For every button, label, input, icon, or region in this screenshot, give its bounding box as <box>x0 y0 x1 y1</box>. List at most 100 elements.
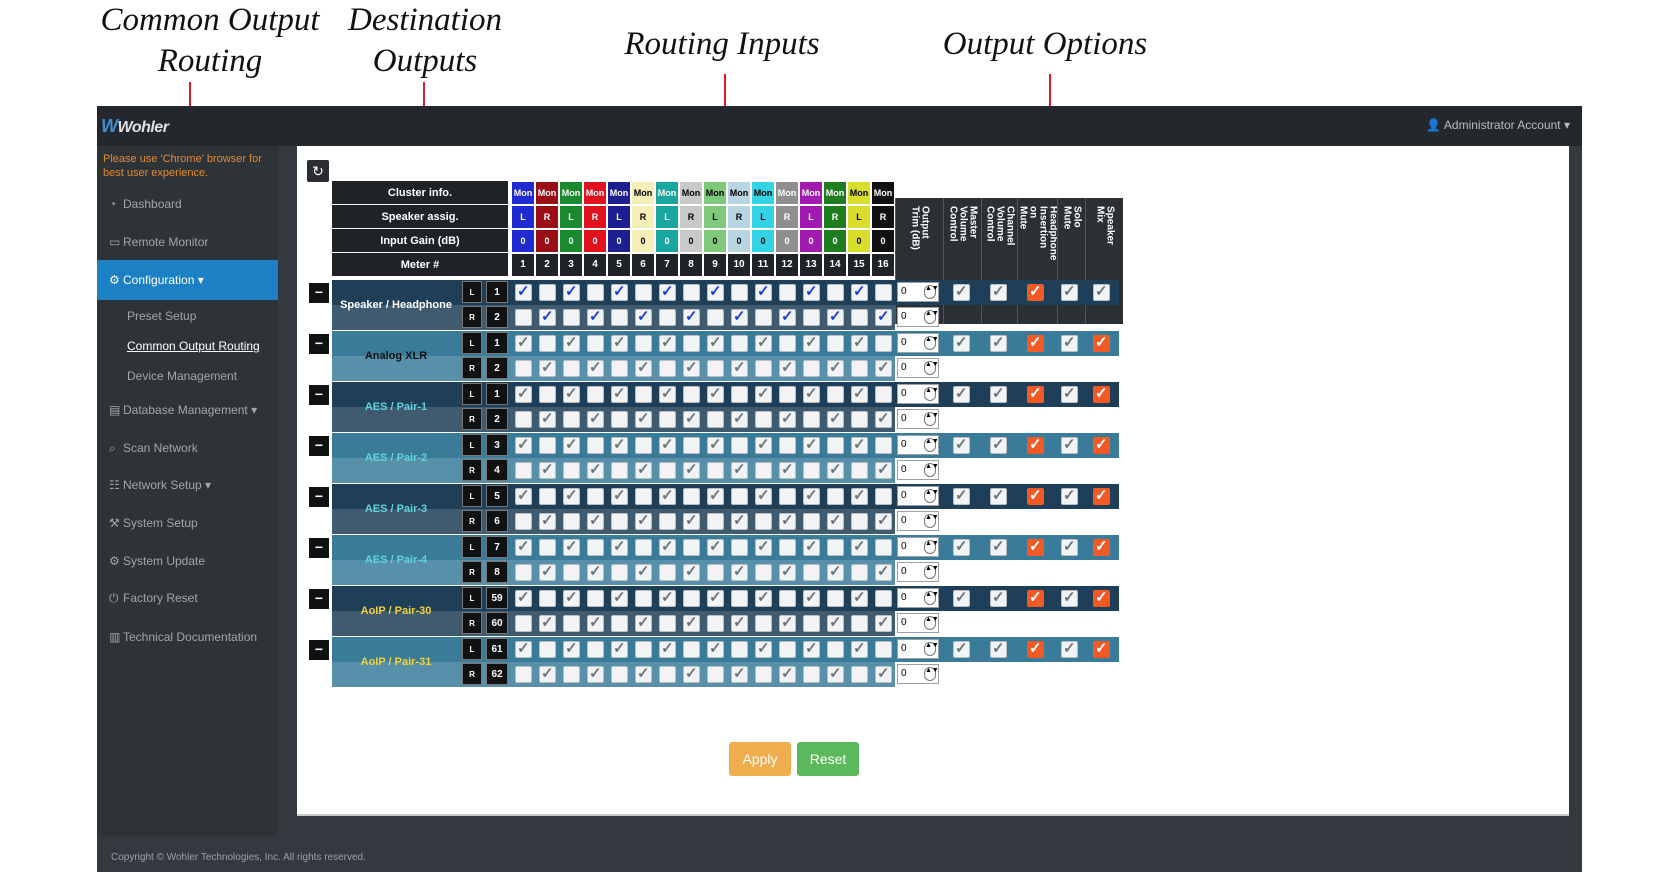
routing-checkbox[interactable] <box>611 333 628 352</box>
gain-chip[interactable]: 0 <box>656 230 678 252</box>
routing-checkbox[interactable] <box>635 460 652 479</box>
routing-checkbox[interactable] <box>779 641 796 658</box>
routing-checkbox[interactable] <box>707 639 724 658</box>
routing-checkbox[interactable] <box>563 333 580 352</box>
routing-checkbox[interactable] <box>611 360 628 377</box>
routing-checkbox[interactable] <box>755 486 772 505</box>
routing-checkbox[interactable] <box>659 462 676 479</box>
speaker-chip[interactable]: R <box>632 206 654 228</box>
routing-checkbox[interactable] <box>827 539 844 556</box>
routing-checkbox[interactable] <box>539 307 556 326</box>
routing-checkbox[interactable] <box>611 537 628 556</box>
option-checkbox[interactable] <box>990 333 1007 352</box>
routing-checkbox[interactable] <box>515 666 532 683</box>
option-checkbox[interactable] <box>1027 333 1044 352</box>
routing-checkbox[interactable] <box>803 333 820 352</box>
routing-checkbox[interactable] <box>755 564 772 581</box>
routing-checkbox[interactable] <box>611 639 628 658</box>
spinner-icon[interactable]: ▲▼ <box>924 438 939 452</box>
routing-checkbox[interactable] <box>683 511 700 530</box>
routing-checkbox[interactable] <box>851 588 868 607</box>
routing-checkbox[interactable] <box>707 513 724 530</box>
routing-checkbox[interactable] <box>539 488 556 505</box>
gain-chip[interactable]: 0 <box>704 230 726 252</box>
routing-checkbox[interactable] <box>755 462 772 479</box>
routing-checkbox[interactable] <box>875 590 892 607</box>
routing-checkbox[interactable] <box>587 590 604 607</box>
collapse-button[interactable]: − <box>309 589 329 609</box>
routing-checkbox[interactable] <box>827 409 844 428</box>
routing-checkbox[interactable] <box>539 437 556 454</box>
routing-checkbox[interactable] <box>563 564 580 581</box>
sidebar-item-preset-setup[interactable]: Preset Setup <box>97 296 278 336</box>
routing-checkbox[interactable] <box>755 588 772 607</box>
routing-checkbox[interactable] <box>563 462 580 479</box>
routing-checkbox[interactable] <box>707 666 724 683</box>
routing-checkbox[interactable] <box>851 411 868 428</box>
routing-checkbox[interactable] <box>539 284 556 301</box>
option-checkbox[interactable] <box>990 639 1007 658</box>
sidebar-item-database-management[interactable]: ▤Database Management ▾ <box>97 390 278 430</box>
routing-checkbox[interactable] <box>803 462 820 479</box>
option-checkbox[interactable] <box>1093 384 1110 403</box>
routing-checkbox[interactable] <box>587 307 604 326</box>
speaker-chip[interactable]: R <box>776 206 798 228</box>
routing-checkbox[interactable] <box>803 486 820 505</box>
speaker-chip[interactable]: L <box>800 206 822 228</box>
routing-checkbox[interactable] <box>731 335 748 352</box>
routing-checkbox[interactable] <box>611 666 628 683</box>
routing-checkbox[interactable] <box>587 386 604 403</box>
routing-checkbox[interactable] <box>779 335 796 352</box>
gain-chip[interactable]: 0 <box>512 230 534 252</box>
routing-checkbox[interactable] <box>683 539 700 556</box>
cluster-chip[interactable]: Mon <box>584 182 606 204</box>
option-checkbox[interactable] <box>990 537 1007 556</box>
routing-checkbox[interactable] <box>563 435 580 454</box>
option-checkbox[interactable] <box>1061 537 1078 556</box>
routing-checkbox[interactable] <box>539 641 556 658</box>
routing-checkbox[interactable] <box>611 282 628 301</box>
collapse-button[interactable]: − <box>309 538 329 558</box>
routing-checkbox[interactable] <box>875 539 892 556</box>
routing-checkbox[interactable] <box>659 615 676 632</box>
routing-checkbox[interactable] <box>875 284 892 301</box>
routing-checkbox[interactable] <box>755 666 772 683</box>
gain-chip[interactable]: 0 <box>776 230 798 252</box>
routing-checkbox[interactable] <box>587 358 604 377</box>
routing-checkbox[interactable] <box>515 615 532 632</box>
option-checkbox[interactable] <box>1061 282 1078 301</box>
routing-checkbox[interactable] <box>683 641 700 658</box>
routing-checkbox[interactable] <box>659 564 676 581</box>
routing-checkbox[interactable] <box>875 511 892 530</box>
routing-checkbox[interactable] <box>803 615 820 632</box>
speaker-chip[interactable]: L <box>848 206 870 228</box>
collapse-button[interactable]: − <box>309 283 329 303</box>
sidebar-item-factory-reset[interactable]: ⏻Factory Reset <box>97 578 278 618</box>
routing-checkbox[interactable] <box>731 284 748 301</box>
routing-checkbox[interactable] <box>683 460 700 479</box>
cluster-chip[interactable]: Mon <box>824 182 846 204</box>
spinner-icon[interactable]: ▲▼ <box>924 565 939 579</box>
output-trim-input[interactable]: 0▲▼ <box>897 588 939 608</box>
cluster-chip[interactable]: Mon <box>560 182 582 204</box>
routing-checkbox[interactable] <box>731 386 748 403</box>
routing-checkbox[interactable] <box>875 613 892 632</box>
sidebar-item-system-setup[interactable]: ⚒System Setup <box>97 503 278 543</box>
option-checkbox[interactable] <box>1061 588 1078 607</box>
routing-checkbox[interactable] <box>779 307 796 326</box>
routing-checkbox[interactable] <box>851 309 868 326</box>
routing-checkbox[interactable] <box>635 613 652 632</box>
routing-checkbox[interactable] <box>563 513 580 530</box>
routing-checkbox[interactable] <box>659 639 676 658</box>
routing-checkbox[interactable] <box>731 511 748 530</box>
routing-checkbox[interactable] <box>515 435 532 454</box>
refresh-button[interactable]: ↻ <box>307 160 329 182</box>
option-checkbox[interactable] <box>1061 333 1078 352</box>
routing-checkbox[interactable] <box>731 358 748 377</box>
routing-checkbox[interactable] <box>659 486 676 505</box>
speaker-chip[interactable]: R <box>824 206 846 228</box>
gain-chip[interactable]: 0 <box>848 230 870 252</box>
spinner-icon[interactable]: ▲▼ <box>924 616 939 630</box>
routing-checkbox[interactable] <box>515 486 532 505</box>
option-checkbox[interactable] <box>1061 384 1078 403</box>
